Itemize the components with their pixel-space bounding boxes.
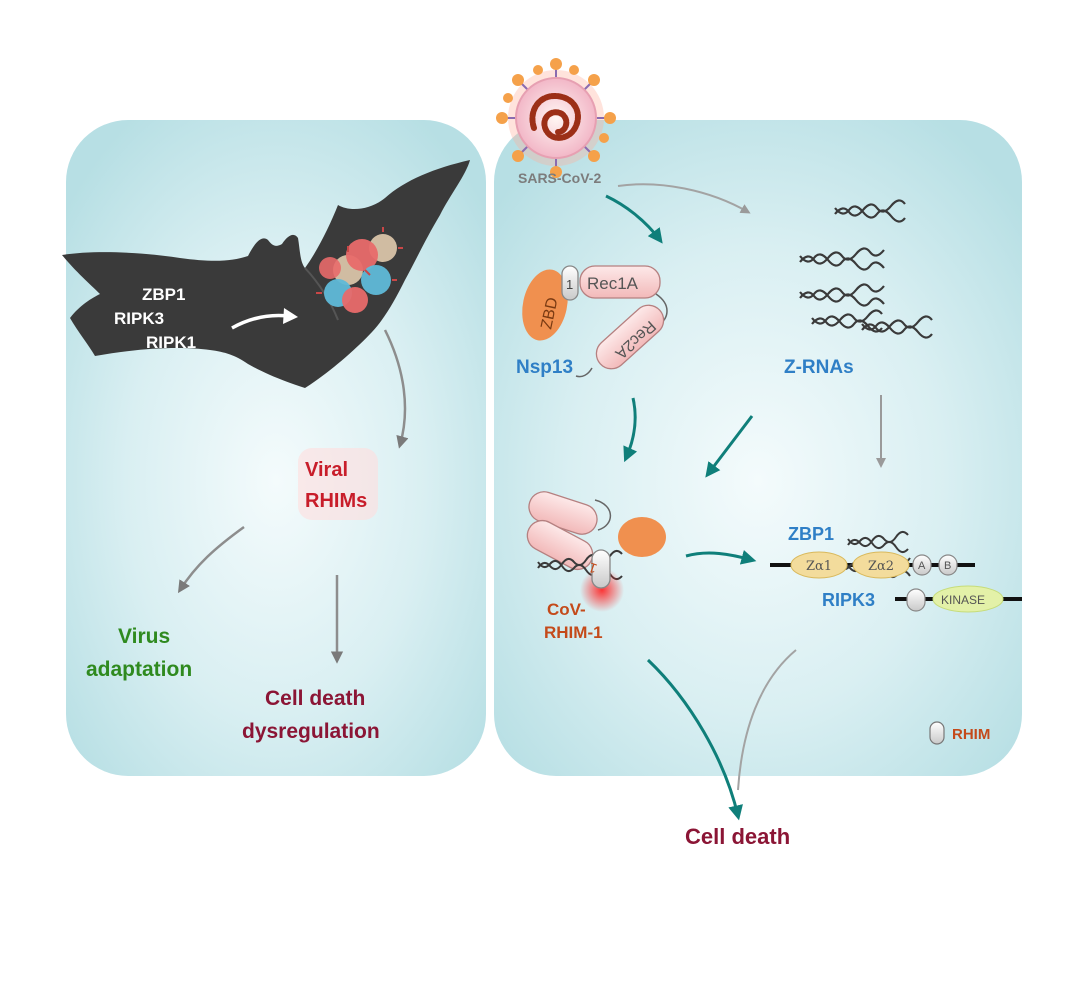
arrow-virus-to-zrnas	[617, 183, 751, 214]
z-rnas-label: Z-RNAs	[784, 357, 854, 378]
right-panel	[494, 120, 1022, 776]
nsp13-label: Nsp13	[516, 357, 573, 378]
cov-rhim-complex: 1	[526, 491, 666, 612]
viral-rhims-label-1: Viral	[305, 459, 348, 481]
nsp13-structure: ZBD 1 Rec1A Rec2A	[522, 265, 668, 378]
cov-rhim-label-1: CoV-	[547, 600, 586, 619]
legend-rhim-icon	[929, 721, 945, 745]
zbp1-label: ZBP1	[788, 524, 834, 544]
ripk3-kinase-label: KINASE	[941, 593, 985, 607]
ripk3-structure: KINASE	[895, 585, 1022, 613]
virus-cluster-icon	[316, 227, 403, 313]
bat-label-ripk1: RIPK1	[146, 333, 196, 352]
ripk3-label: RIPK3	[822, 590, 875, 610]
z-rna-helices-icon	[799, 199, 933, 339]
white-arrow	[231, 313, 289, 330]
arrow-virus-to-nsp13	[605, 194, 663, 244]
cell-death-label: Cell death	[685, 824, 790, 849]
bat-label-zbp1: ZBP1	[142, 285, 185, 304]
zbp1-za2-label: Zα2	[868, 559, 894, 574]
bat-label-ripk3: RIPK3	[114, 309, 164, 328]
arrow-covrhim-to-cell-death	[646, 658, 743, 821]
viral-rhims-glow	[298, 448, 378, 520]
arrow-bat-to-rhims	[383, 329, 409, 449]
nsp13-one-label: 1	[566, 277, 573, 292]
cov-rhim-label-2: RHIM-1	[544, 623, 603, 642]
white-arrowhead	[283, 308, 298, 324]
sars-cov-2-virus-icon	[496, 58, 616, 178]
cell-death-dysregulation-label-2: dysregulation	[242, 720, 380, 743]
legend-rhim-label: RHIM	[952, 726, 990, 743]
virus-adaptation-label-2: adaptation	[86, 658, 192, 681]
zbp1-za1-label: Zα1	[806, 559, 832, 574]
arrow-ripk3-to-cell-death	[737, 649, 797, 791]
arrow-nsp13-to-covrhim	[623, 397, 638, 463]
cell-death-dysregulation-label-1: Cell death	[265, 687, 365, 710]
zbp1-b-label: B	[944, 560, 951, 572]
arrow-rhims-to-adaptation	[177, 525, 245, 594]
viral-rhims-label-2: RHIMs	[305, 490, 367, 512]
zbp1-structure: Zα1 Zα2 A B	[770, 531, 975, 579]
virus-adaptation-label-1: Virus	[118, 625, 170, 648]
bat-silhouette	[62, 160, 470, 388]
zbp1-a-label: A	[918, 560, 926, 572]
sars-cov-2-label: SARS-CoV-2	[518, 170, 601, 186]
arrow-covrhim-to-zbp1	[685, 550, 757, 565]
nsp13-zbd-label: ZBD	[538, 296, 561, 331]
arrow-zrnas-to-covrhim	[705, 415, 754, 478]
nsp13-rec1a-label: Rec1A	[587, 274, 639, 293]
